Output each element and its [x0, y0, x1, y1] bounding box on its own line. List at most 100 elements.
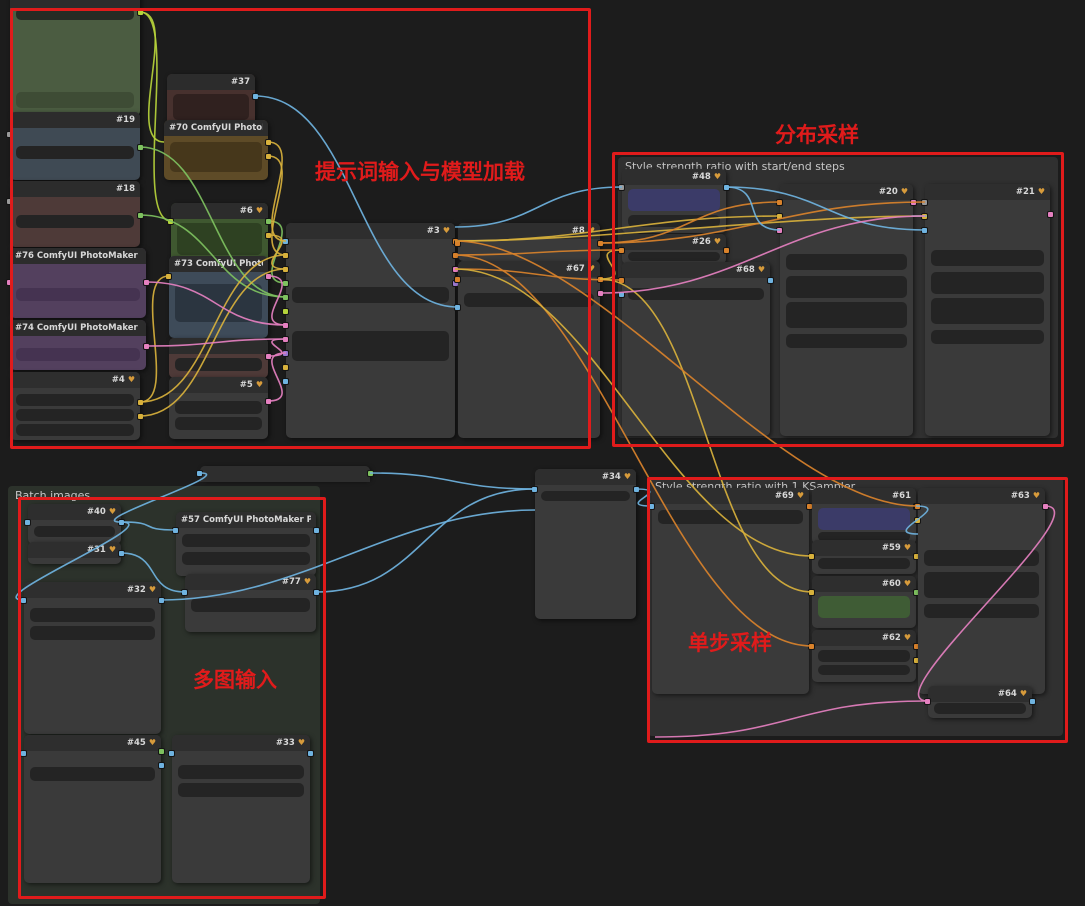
input-port[interactable]	[618, 277, 625, 284]
output-port[interactable]	[597, 240, 604, 247]
node-widget[interactable]	[924, 572, 1039, 598]
input-port[interactable]	[921, 199, 928, 206]
input-port[interactable]	[618, 247, 625, 254]
node-19[interactable]: #19	[6, 112, 144, 180]
input-port[interactable]	[282, 336, 289, 343]
node-widget[interactable]	[818, 558, 910, 569]
node-74-photomaker[interactable]: #74 ComfyUI PhotoMaker Plus	[10, 320, 150, 370]
output-port[interactable]	[137, 9, 144, 16]
node-widget[interactable]	[924, 550, 1039, 566]
node-header[interactable]: #3♥	[286, 223, 455, 239]
node-widget[interactable]	[182, 534, 310, 547]
node-widget[interactable]	[541, 491, 630, 501]
output-port[interactable]	[137, 399, 144, 406]
node-73-photomaker[interactable]: #73 ComfyUI PhotoMaker Plus	[165, 256, 272, 338]
output-port[interactable]	[633, 486, 640, 493]
node-32[interactable]: #32♥	[20, 582, 165, 734]
node-61[interactable]: #61	[812, 488, 920, 544]
input-port[interactable]	[282, 252, 289, 259]
node-4[interactable]: #4♥	[10, 372, 144, 440]
node-widget[interactable]	[931, 298, 1044, 324]
output-port[interactable]	[367, 470, 374, 477]
output-port[interactable]	[143, 279, 150, 286]
node-header[interactable]: #26♥	[622, 234, 726, 250]
node-header[interactable]: #69♥	[652, 488, 809, 504]
node-header[interactable]: #33♥	[172, 735, 310, 751]
output-port[interactable]	[1047, 211, 1054, 218]
node-header[interactable]: #60♥	[812, 576, 916, 592]
node-header[interactable]: #20♥	[780, 184, 913, 200]
node-37[interactable]: #37	[167, 74, 259, 126]
node-widget[interactable]	[786, 254, 907, 270]
input-port[interactable]	[165, 273, 172, 280]
node-prompt-green[interactable]	[10, 0, 144, 116]
node-widget[interactable]	[16, 424, 134, 436]
node-26[interactable]: #26♥	[618, 234, 730, 264]
node-widget[interactable]	[931, 250, 1044, 266]
output-port[interactable]	[143, 343, 150, 350]
node-widget[interactable]	[628, 252, 720, 261]
node-widget[interactable]	[818, 596, 910, 618]
node-header[interactable]: #6♥	[171, 203, 268, 219]
node-widget[interactable]	[931, 272, 1044, 294]
node-widget[interactable]	[175, 358, 262, 371]
node-widget[interactable]	[628, 288, 764, 300]
node-59[interactable]: #59♥	[808, 540, 920, 574]
node-header[interactable]: #4♥	[10, 372, 140, 388]
node-33[interactable]: #33♥	[168, 735, 314, 883]
node-64[interactable]: #64♥	[924, 686, 1036, 718]
node-widget[interactable]	[170, 142, 262, 172]
node-5[interactable]: #5♥	[169, 377, 272, 439]
node-widget[interactable]	[818, 650, 910, 662]
input-port[interactable]	[921, 213, 928, 220]
input-port[interactable]	[282, 238, 289, 245]
input-port[interactable]	[914, 503, 921, 510]
node-45[interactable]: #45♥	[20, 735, 165, 883]
output-port[interactable]	[265, 398, 272, 405]
node-widget[interactable]	[175, 401, 262, 414]
node-widget[interactable]	[292, 331, 449, 361]
output-port[interactable]	[265, 153, 272, 160]
input-port[interactable]	[282, 364, 289, 371]
node-widget[interactable]	[178, 783, 304, 797]
input-port[interactable]	[454, 304, 461, 311]
node-6[interactable]: #6♥	[167, 203, 272, 263]
node-48[interactable]: #48♥	[618, 169, 730, 233]
input-port[interactable]	[282, 294, 289, 301]
node-34[interactable]: #34♥	[531, 469, 640, 619]
node-header[interactable]: #63♥	[918, 488, 1045, 504]
input-port[interactable]	[20, 750, 27, 757]
output-port[interactable]	[1029, 698, 1036, 705]
node-widget[interactable]	[16, 146, 134, 159]
node-62[interactable]: #62♥	[808, 630, 920, 682]
input-port[interactable]	[808, 589, 815, 596]
node-header[interactable]: #70 ComfyUI PhotoMaker Plus	[164, 120, 268, 136]
node-widget[interactable]	[818, 665, 910, 675]
node-widget[interactable]	[786, 334, 907, 348]
node-header[interactable]: #76 ComfyUI PhotoMaker Plus	[10, 248, 146, 264]
input-port[interactable]	[282, 322, 289, 329]
node-widget[interactable]	[464, 293, 594, 307]
node-widget[interactable]	[182, 552, 310, 565]
input-port[interactable]	[282, 308, 289, 315]
node-header[interactable]	[169, 338, 268, 354]
output-port[interactable]	[158, 748, 165, 755]
output-port[interactable]	[265, 273, 272, 280]
output-port[interactable]	[597, 290, 604, 297]
node-header[interactable]: #37	[167, 74, 255, 90]
input-port[interactable]	[648, 503, 655, 510]
node-widget[interactable]	[16, 409, 134, 421]
node-header[interactable]: #31♥	[28, 542, 121, 558]
output-port[interactable]	[118, 550, 125, 557]
output-port[interactable]	[597, 276, 604, 283]
node-header[interactable]: #45♥	[24, 735, 161, 751]
input-port[interactable]	[282, 280, 289, 287]
input-port[interactable]	[282, 266, 289, 273]
input-port[interactable]	[921, 227, 928, 234]
input-port[interactable]	[776, 199, 783, 206]
input-port[interactable]	[24, 519, 31, 526]
node-widget[interactable]	[818, 508, 910, 530]
input-port[interactable]	[6, 198, 13, 205]
node-68[interactable]: #68♥	[618, 262, 774, 436]
node-widget[interactable]	[292, 287, 449, 303]
